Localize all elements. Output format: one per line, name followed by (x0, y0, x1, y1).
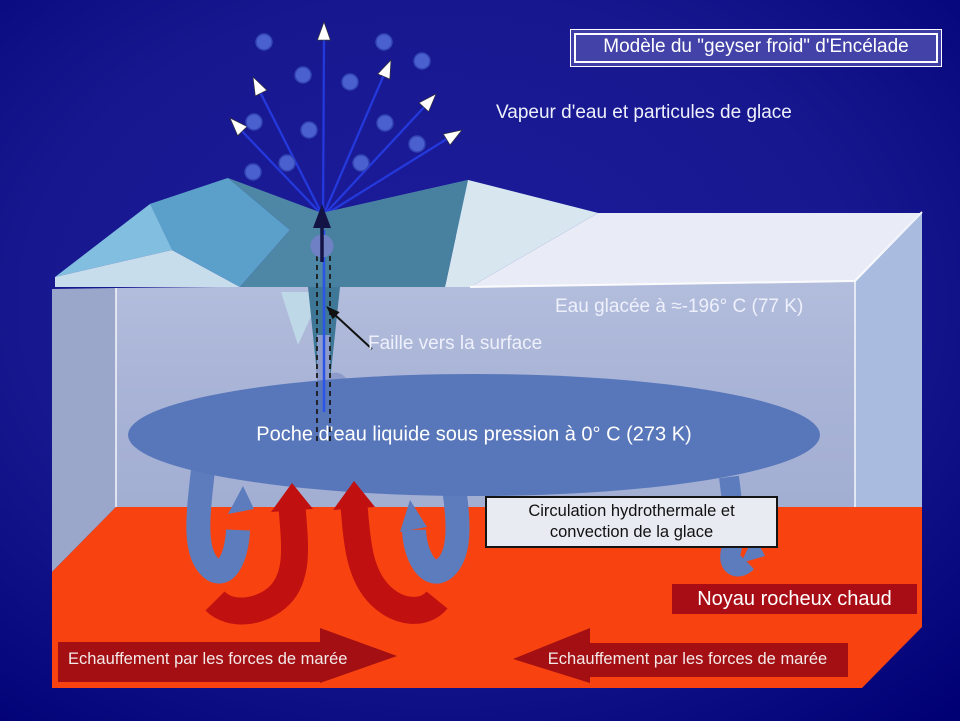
circulation-line2: convection de la glace (549, 523, 714, 541)
diagram-title-box: Modèle du "geyser froid" d'Encélade (570, 29, 942, 67)
liquid-water-pocket (128, 374, 820, 496)
ice-temperature-label: Eau glacée à ≈-196° C (77 K) (555, 296, 804, 317)
diagram-title: Modèle du "geyser froid" d'Encélade (574, 33, 938, 63)
convection-arrowheads-icon (271, 481, 375, 512)
vent-up-arrow-icon (313, 204, 331, 262)
water-pocket-label: Poche d'eau liquide sous pression à 0° C… (256, 423, 692, 446)
tidal-arrows (58, 628, 848, 683)
ice-right-face (855, 212, 922, 507)
geyser-rays-icon (238, 39, 451, 217)
core-label-box: Noyau rocheux chaud (672, 584, 917, 614)
core-convection-arrows (205, 481, 448, 625)
vent-details (310, 204, 334, 443)
geyser-arrowheads-icon (229, 20, 463, 146)
circulation-line1: Circulation hydrothermale et (528, 501, 735, 520)
ice-left-face (52, 288, 116, 572)
fault-dashed-walls (316, 256, 331, 443)
fault-pointer-arrow-icon (326, 306, 373, 350)
circulation-box: Circulation hydrothermale et convection … (485, 496, 778, 548)
tidal-right-label: Echauffement par les forces de marée (547, 650, 828, 668)
geyser-jet (229, 20, 463, 217)
vapor-label: Vapeur d'eau et particules de glace (496, 102, 792, 123)
water-pocket-group (128, 335, 820, 584)
surface-mountains (55, 178, 598, 287)
tidal-left-label: Echauffement par les forces de marée (68, 650, 348, 668)
ice-particles-icon (244, 33, 431, 181)
pocket-arrowheads-icon (228, 486, 765, 563)
ice-flat-top (470, 213, 920, 287)
fault-label: Faille vers la surface (368, 333, 543, 354)
tidal-arrow-right-pointing (58, 628, 397, 683)
tidal-arrow-left-pointing (513, 628, 848, 683)
